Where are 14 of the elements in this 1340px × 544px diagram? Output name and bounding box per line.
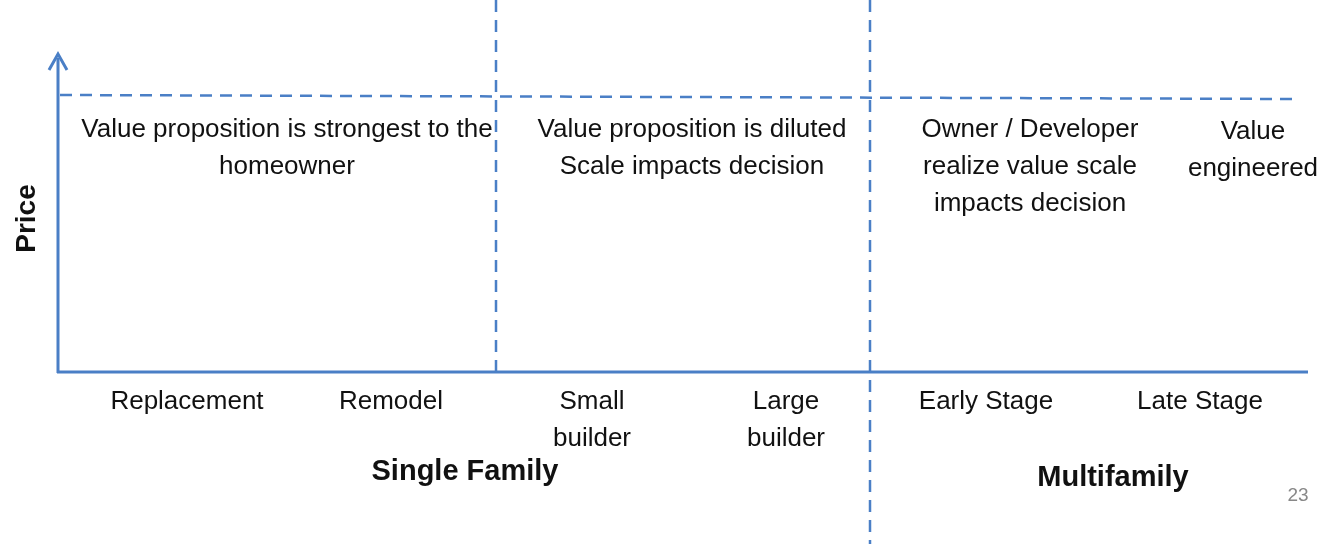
- category-label: Small builder: [551, 384, 633, 454]
- annotation-text: Value proposition is diluted Scale impacts decision: [536, 112, 848, 182]
- annotation-text: Owner / Developer realize value scale impacts decision: [920, 112, 1140, 219]
- category-label: Early Stage: [917, 384, 1055, 417]
- category-label: Late Stage: [1136, 384, 1264, 417]
- annotation-text: Value proposition is strongest to the homeowner: [80, 112, 494, 182]
- category-label: Remodel: [337, 384, 445, 417]
- annotation-text: Value engineered: [1186, 114, 1320, 184]
- axis-title: Price: [8, 183, 42, 255]
- page-number: 23: [1286, 483, 1310, 507]
- category-label: Replacement: [109, 384, 265, 417]
- category-label: Large builder: [745, 384, 827, 454]
- group-label: Single Family: [370, 453, 560, 488]
- group-label: Multifamily: [1036, 459, 1190, 494]
